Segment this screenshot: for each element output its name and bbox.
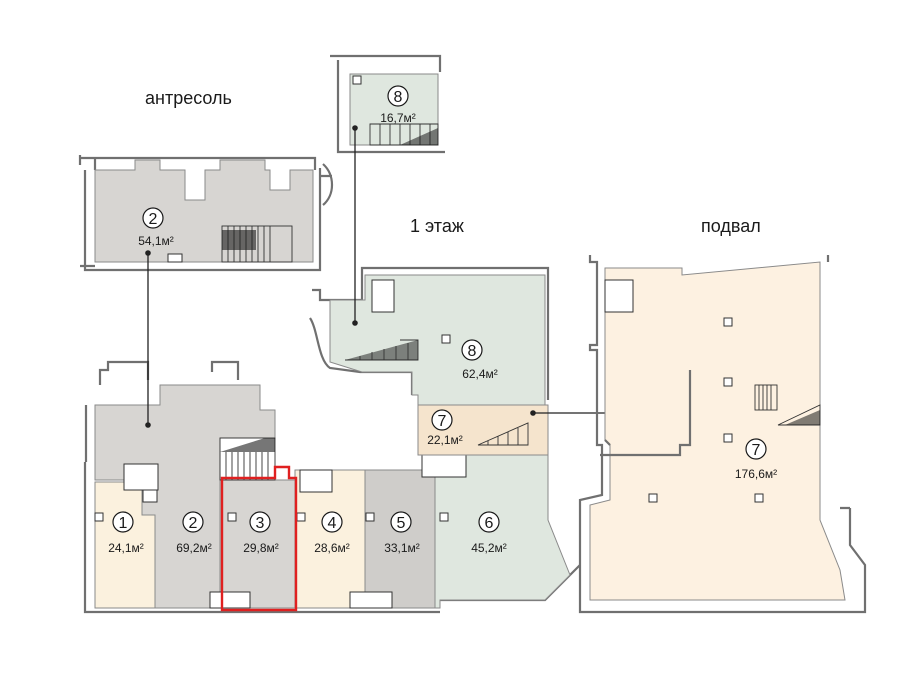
mezzanine-small-block: 8 16,7м²: [330, 54, 445, 154]
room-number-badge: [478, 511, 500, 533]
room-area: 24,1м²: [108, 541, 144, 555]
room-6[interactable]: [434, 454, 571, 609]
room-area: 33,1м²: [384, 541, 420, 555]
room-number: 8: [468, 343, 477, 360]
room-number: 2: [189, 515, 198, 532]
room-number: 1: [119, 515, 128, 532]
room-area: 54,1м²: [138, 234, 174, 248]
room-number: 7: [752, 442, 761, 459]
mezzanine-small-stairs: [369, 123, 439, 146]
room-8-stairs: [345, 339, 419, 361]
room-basement-7[interactable]: [589, 261, 846, 601]
room-number: 6: [485, 515, 494, 532]
room-number-badge: [321, 511, 343, 533]
section-label-first-floor: 1 этаж: [410, 216, 464, 236]
room-area: 16,7м²: [380, 111, 416, 125]
room-area: 29,8м²: [243, 541, 279, 555]
room-number-badge: [182, 511, 204, 533]
room-number-badge: [249, 511, 271, 533]
room-area: 69,2м²: [176, 541, 212, 555]
room-number-badge: [390, 511, 412, 533]
room-number-badge: [461, 339, 483, 361]
mezzanine-block: 2 54,1м²: [78, 155, 334, 272]
room-number-badge: [142, 207, 164, 229]
basement-stairs: [754, 384, 821, 426]
room-mezzanine-2[interactable]: [94, 159, 314, 263]
room-number-badge: [745, 438, 767, 460]
room-number: 3: [256, 515, 265, 532]
room-number: 8: [394, 89, 403, 106]
room-number: 4: [328, 515, 337, 532]
corridor-stairs: [477, 422, 529, 446]
first-floor-stairs: [219, 437, 276, 481]
basement-block: 7 176,6м²: [578, 255, 867, 614]
room-area: 22,1м²: [427, 433, 463, 447]
room-number: 7: [438, 413, 447, 430]
mezzanine-stairs: [221, 225, 293, 263]
first-floor-block: 1 24,1м² 2 69,2м² 3 29,8м² 4 28,6м² 5 33…: [83, 125, 719, 614]
room-area: 28,6м²: [314, 541, 350, 555]
room-number-badge: [431, 409, 453, 431]
section-label-mezzanine: антресоль: [145, 88, 232, 108]
room-number: 5: [397, 515, 406, 532]
section-label-basement: подвал: [701, 216, 761, 236]
room-area: 62,4м²: [462, 367, 498, 381]
room-area: 176,6м²: [735, 467, 777, 481]
room-5[interactable]: [364, 469, 436, 609]
room-number-badge: [112, 511, 134, 533]
room-area: 45,2м²: [471, 541, 507, 555]
selected-room-outline: [220, 465, 298, 612]
room-number-badge: [387, 85, 409, 107]
room-number: 2: [149, 211, 158, 228]
